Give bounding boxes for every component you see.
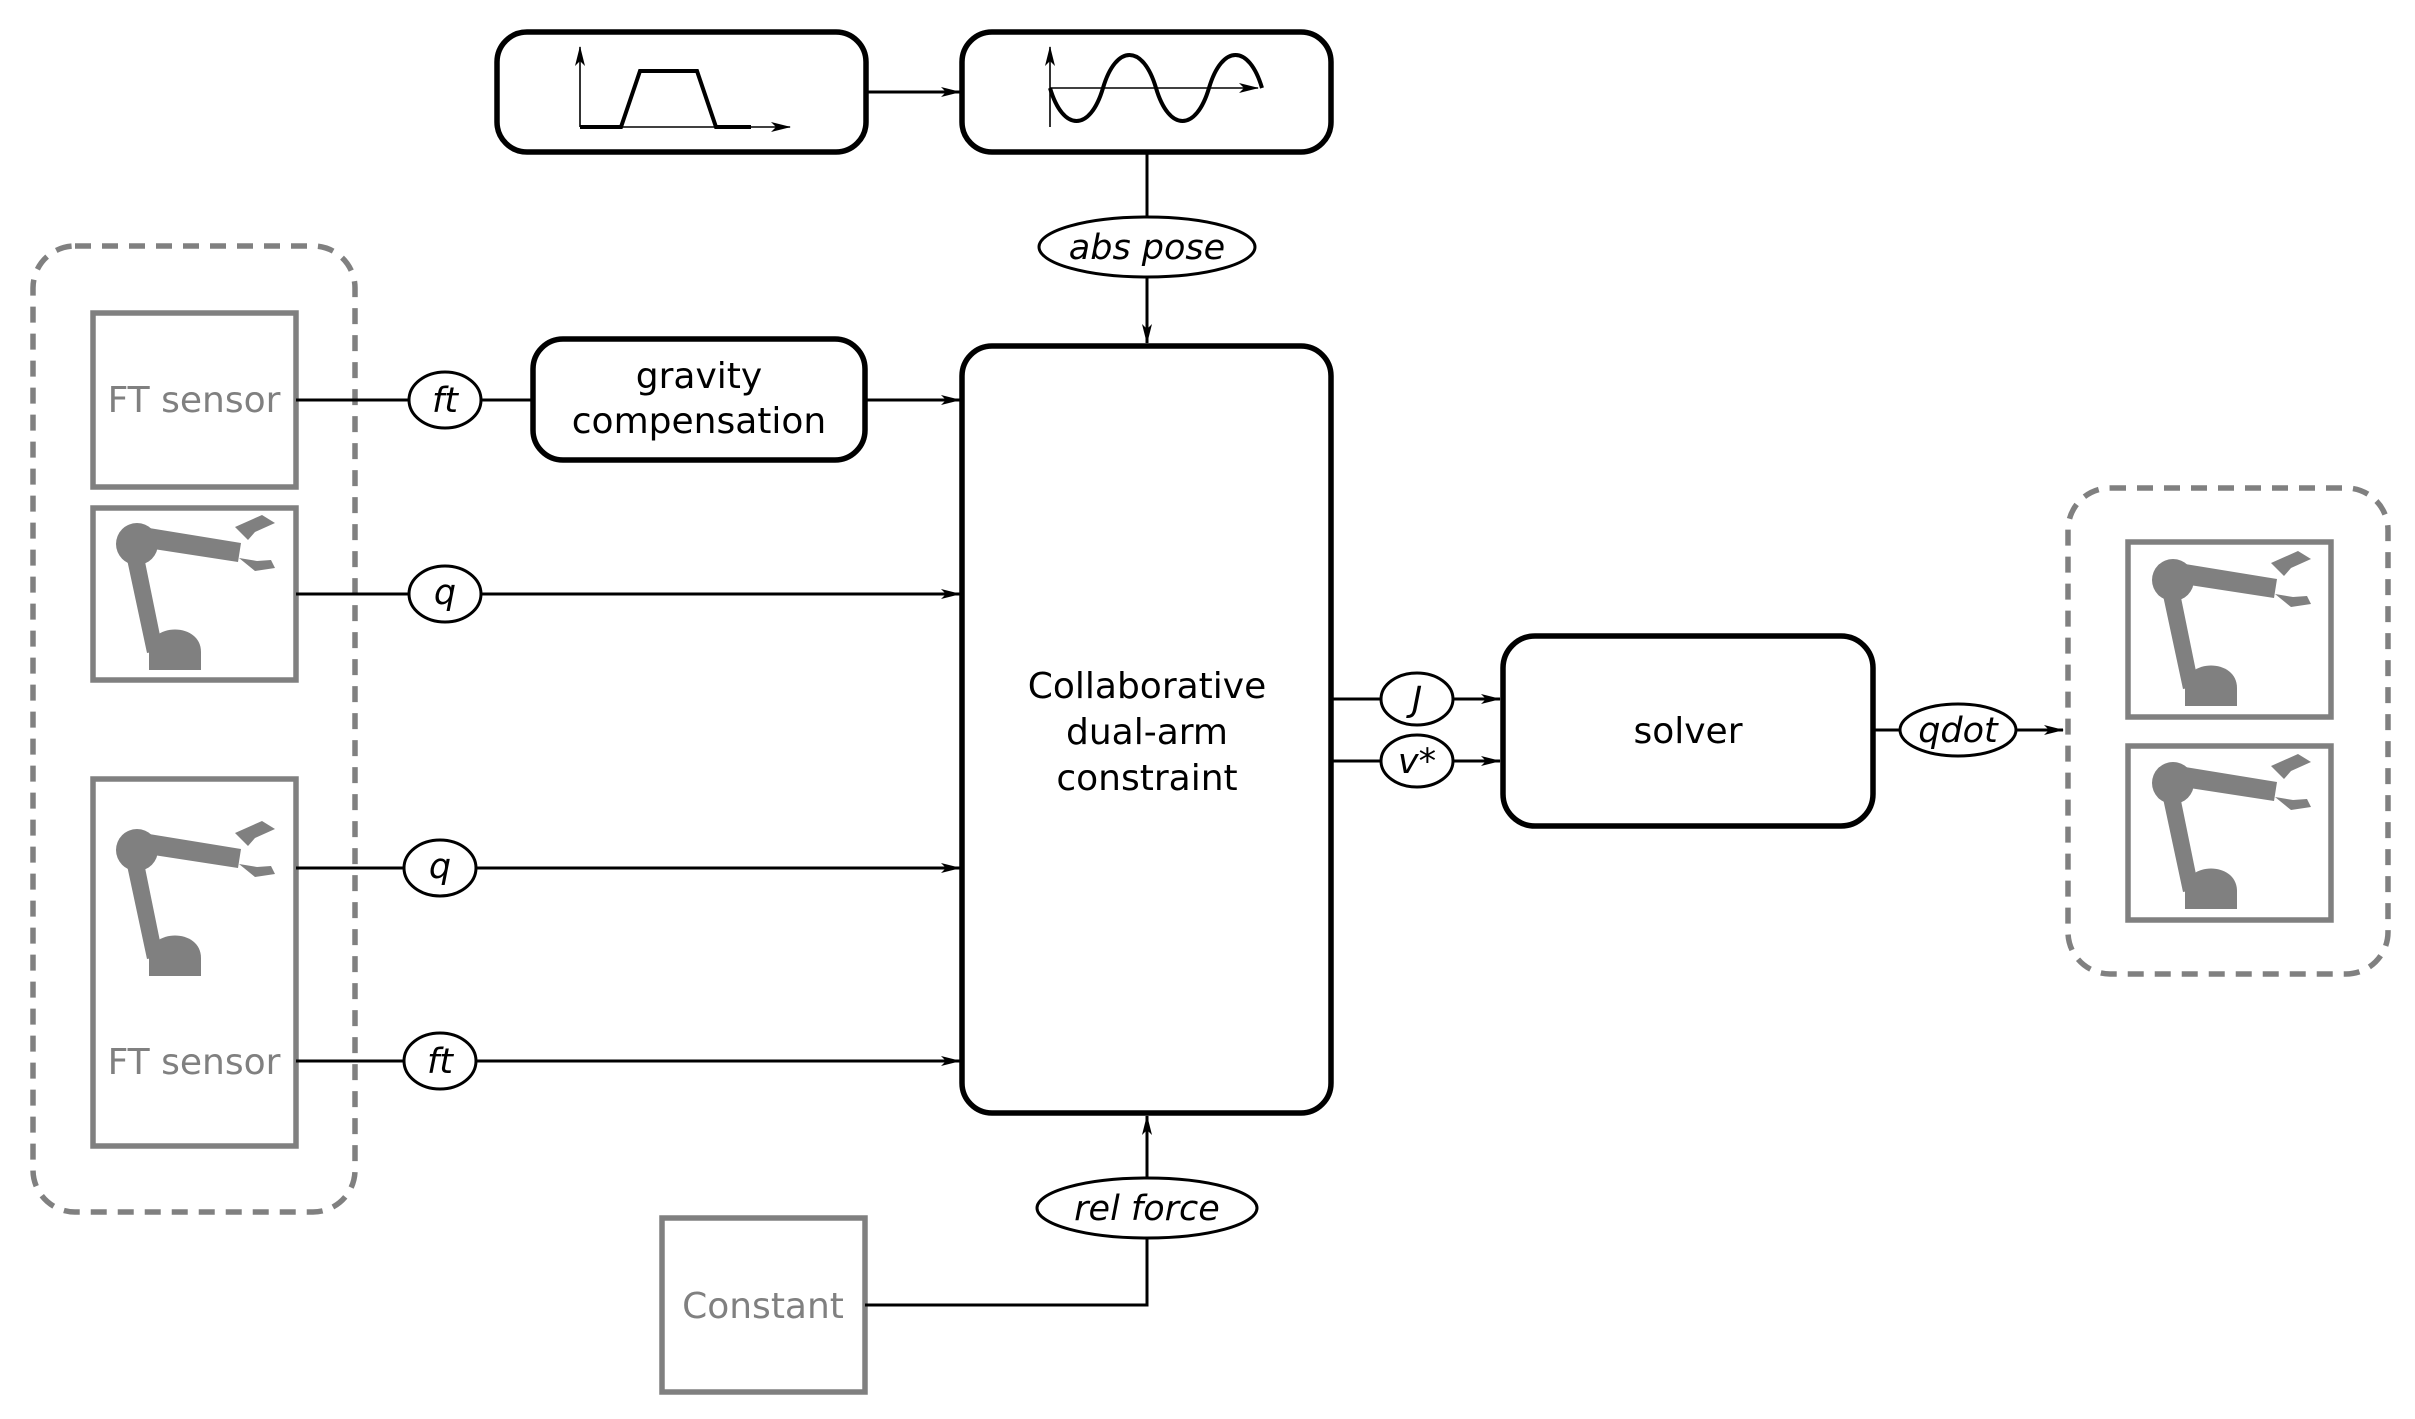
solver-label: solver: [1633, 711, 1742, 752]
signal-rel-force: rel force: [1035, 1176, 1259, 1240]
signal-rel-force-label: rel force: [1074, 1189, 1220, 1229]
robot-ft-bottom-block[interactable]: FT sensor: [90, 776, 299, 1149]
trapezoid-profile-icon: [575, 46, 791, 132]
collaborative-constraint-block[interactable]: Collaborative dual-arm constraint: [959, 343, 1334, 1116]
sine-wave-icon: [1045, 46, 1264, 127]
signal-vstar: v*: [1379, 733, 1455, 789]
right-robot-group: [2065, 485, 2391, 977]
signal-ft-top: ft: [407, 370, 483, 430]
ft-sensor-top-label: FT sensor: [108, 380, 281, 421]
robot-arm-output-top-block[interactable]: [2125, 539, 2334, 720]
trajectory-block[interactable]: [494, 29, 869, 155]
signal-qdot-label: qdot: [1918, 711, 1999, 751]
gravity-compensation-block[interactable]: gravity compensation: [530, 336, 868, 463]
gravity-compensation-label-line2: compensation: [572, 401, 826, 442]
signal-abs-pose-label: abs pose: [1069, 228, 1225, 268]
signal-ft-bottom-label: ft: [427, 1042, 454, 1082]
ft-sensor-bottom-label: FT sensor: [108, 1042, 281, 1083]
signal-ft-bottom: ft: [402, 1031, 478, 1091]
left-robot-group: [30, 243, 358, 1215]
sine-generator-block[interactable]: [959, 29, 1334, 155]
solver-block[interactable]: solver: [1500, 633, 1876, 829]
constraint-label-line2: dual-arm: [1066, 712, 1228, 753]
signal-abs-pose: abs pose: [1037, 215, 1257, 279]
constraint-label-line1: Collaborative: [1028, 666, 1267, 707]
signal-vstar-label: v*: [1398, 742, 1436, 782]
signal-ft-top-label: ft: [432, 381, 459, 421]
signal-q-top: q: [407, 564, 483, 624]
signal-q-bottom: q: [402, 838, 478, 898]
robot-arm-top-block[interactable]: [90, 505, 299, 683]
signal-jacobian: J: [1379, 671, 1455, 727]
signal-qdot: qdot: [1898, 702, 2018, 758]
signal-q-top-label: q: [434, 573, 456, 613]
gravity-compensation-label-line1: gravity: [636, 356, 762, 397]
constraint-label-line3: constraint: [1056, 758, 1237, 799]
constant-label: Constant: [682, 1286, 844, 1327]
robot-arm-output-bottom-block[interactable]: [2125, 743, 2334, 923]
ft-sensor-top-block[interactable]: FT sensor: [90, 310, 299, 490]
signal-q-bottom-label: q: [429, 847, 451, 887]
constant-block[interactable]: Constant: [659, 1215, 868, 1395]
